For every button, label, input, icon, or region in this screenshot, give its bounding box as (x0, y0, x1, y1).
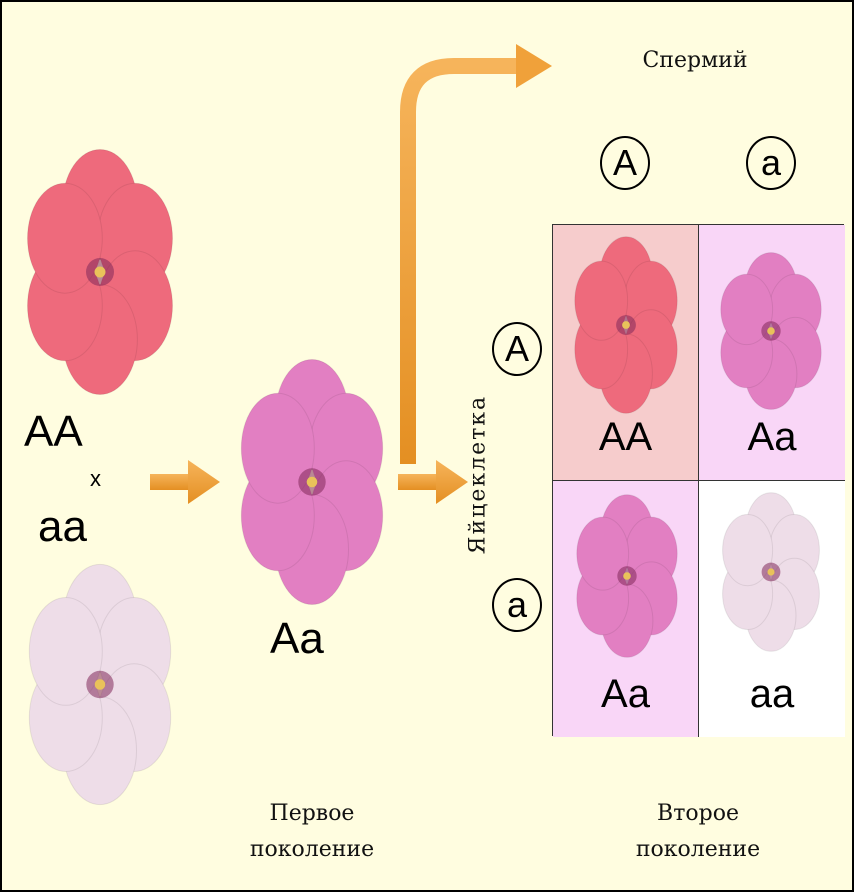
egg-allele-recessive: a (492, 578, 542, 632)
arrow-to-egg-side (398, 460, 468, 504)
first-generation-genotype: Aa (270, 614, 324, 664)
flower-stamen (767, 327, 775, 335)
cross-symbol: x (90, 466, 101, 492)
white-flower-icon (24, 562, 176, 807)
punnett-cell-Aa-bottom: Aa (553, 481, 699, 737)
white-flower-icon (719, 491, 823, 653)
flower-stamen (307, 477, 318, 488)
punnett-cell-genotype: Aa (699, 415, 845, 460)
punnett-cell-Aa-top: Aa (699, 225, 845, 481)
punnett-cell-genotype: Aa (553, 672, 698, 717)
red-flower-icon (571, 235, 681, 415)
sperm-allele-recessive: a (746, 136, 796, 190)
pink-flower-icon (236, 357, 388, 607)
flower-stamen (95, 267, 106, 278)
parent-dominant-genotype: AA (24, 407, 83, 457)
arrow-to-first-generation (150, 460, 220, 504)
sperm-allele-dominant: A (600, 136, 650, 190)
punnett-cell-AA: AA (553, 225, 699, 481)
pink-flower-icon (717, 251, 825, 411)
first-generation-caption: Первое поколение (242, 796, 382, 868)
punnett-cell-genotype: AA (553, 415, 698, 460)
flower-stamen (622, 321, 630, 329)
punnett-cell-aa: aa (699, 481, 845, 737)
flower-stamen (95, 679, 106, 690)
sperm-label: Спермий (630, 48, 760, 73)
parent-recessive-genotype: aa (38, 502, 87, 552)
second-generation-caption: Второе поколение (628, 796, 768, 868)
flower-stamen (623, 572, 631, 580)
punnett-cell-genotype: aa (699, 672, 845, 717)
egg-label: Яйцеклетка (466, 385, 491, 565)
punnett-square: AA Aa Aa aa (552, 224, 844, 736)
pink-flower-icon (573, 493, 681, 659)
flower-stamen (767, 568, 774, 575)
red-flower-icon (22, 147, 178, 397)
egg-allele-dominant: A (492, 322, 542, 376)
